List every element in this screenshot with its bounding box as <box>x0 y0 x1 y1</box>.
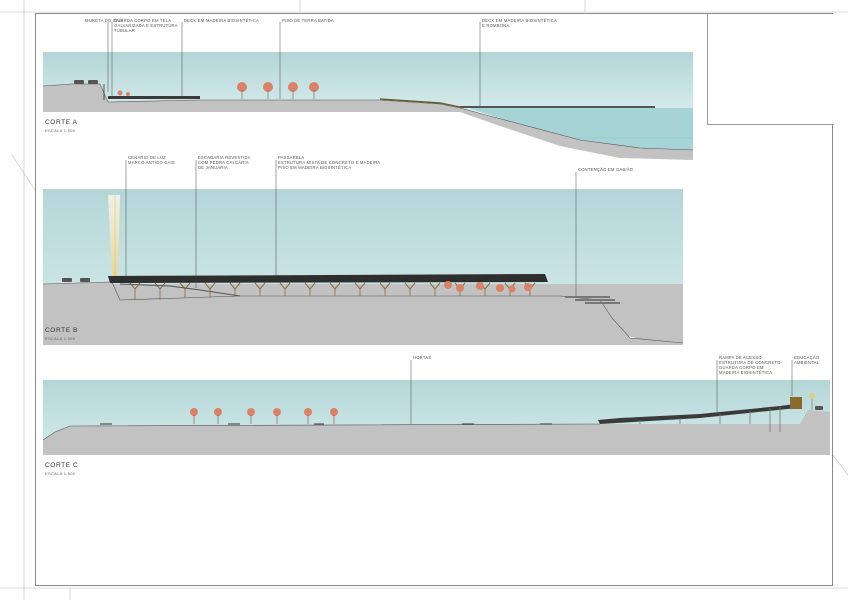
section-b-title: CORTE B <box>45 327 78 334</box>
section-c-drawing <box>42 360 830 455</box>
section-b-scale: ESCALA 1:500 <box>45 336 76 341</box>
drawing-frame <box>35 13 833 586</box>
label-mureta-cais: MURETA DO CAIS <box>85 18 124 23</box>
key-map <box>707 14 834 125</box>
label-cenario-luz: CENÁRIO DE LUZ MARCO ANTIGO CAIS <box>128 155 175 165</box>
section-c-title: CORTE C <box>45 462 79 469</box>
label-piso-terra: PISO DE TERRA BATIDA <box>282 18 335 23</box>
label-contencao-gabiao: CONTENÇÃO EM GABIÃO <box>578 167 634 172</box>
section-b-drawing <box>42 160 684 345</box>
label-deck-madeira: DECK EM MADEIRA BIOSINTÉTICA <box>184 18 259 23</box>
section-a-title: CORTE A <box>45 119 78 126</box>
label-guarda-corpo: GUARDA CORPO EM TELA GALVANIZADA E ESTRU… <box>114 18 178 33</box>
label-escadaria: ESCADARIA REVESTIDA COM PEDRA CALCÁRIA D… <box>198 155 251 170</box>
section-a-drawing <box>42 22 694 160</box>
label-hortas: HORTAS <box>413 355 432 360</box>
label-rampa-acesso: RAMPA DE ACESSO ESTRUTURA DE CONCRETO GU… <box>719 355 781 375</box>
section-c-scale: ESCALA 1:500 <box>45 471 76 476</box>
label-deck-rombona: DECK EM MADEIRA BIOSINTÉTICA E ROMBONA <box>482 18 557 28</box>
section-a-scale: ESCALA 1:500 <box>45 128 76 133</box>
label-educacao-ambiental: EDUCAÇÃO AMBIENTAL <box>794 355 820 365</box>
label-passarela: PASSARELA ESTRUTURA MISTA DE CONCRETO E … <box>278 155 381 170</box>
